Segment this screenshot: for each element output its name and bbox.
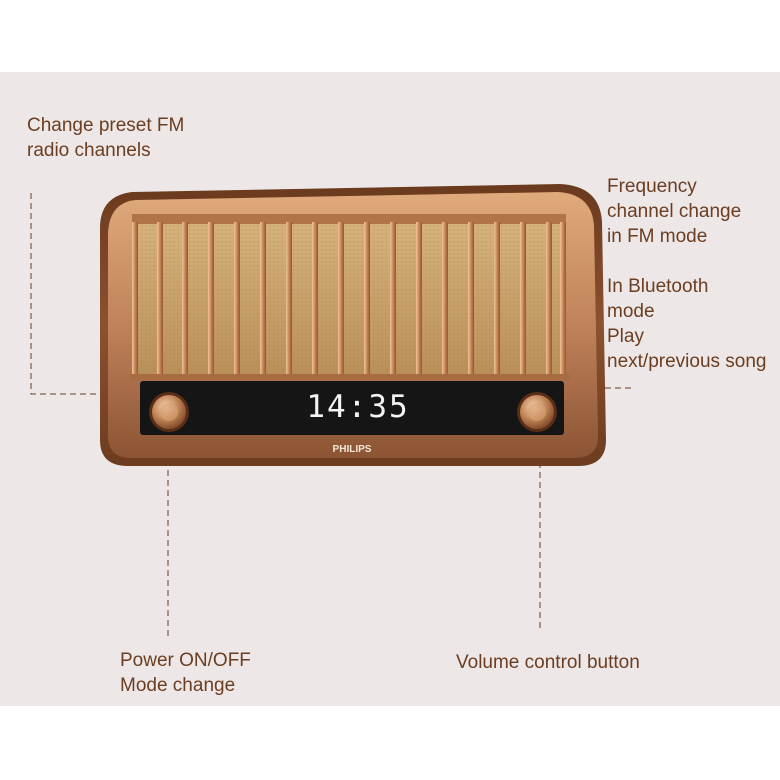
right-knob <box>517 392 557 432</box>
label-volume-control: Volume control button <box>456 650 640 675</box>
grille-fins <box>132 222 566 378</box>
label-line: Change preset FM <box>27 115 185 136</box>
label-line: channel change <box>607 201 742 222</box>
label-line: next/previous song <box>607 351 767 372</box>
label-line: Frequency <box>607 176 697 197</box>
brand-logo: PHILIPS <box>333 444 372 455</box>
label-power-mode: Power ON/OFF Mode change <box>120 648 251 698</box>
left-knob <box>149 392 189 432</box>
radio-body: 14:35 PHILIPS <box>100 184 606 466</box>
label-line: mode <box>607 301 655 322</box>
display-panel <box>140 381 564 435</box>
label-line: Mode change <box>120 675 236 696</box>
label-line: Power ON/OFF <box>120 650 251 671</box>
label-line: In Bluetooth <box>607 276 709 297</box>
label-line: Volume control button <box>456 652 640 673</box>
label-bluetooth-mode: In Bluetooth mode Play next/previous son… <box>607 274 767 374</box>
label-line: radio channels <box>27 140 151 161</box>
label-frequency-change: Frequency channel change in FM mode <box>607 174 741 249</box>
clock-display: 14:35 <box>306 389 409 425</box>
label-line: Play <box>607 326 644 347</box>
label-preset-channels: Change preset FM radio channels <box>27 113 184 163</box>
label-line: in FM mode <box>607 226 708 247</box>
